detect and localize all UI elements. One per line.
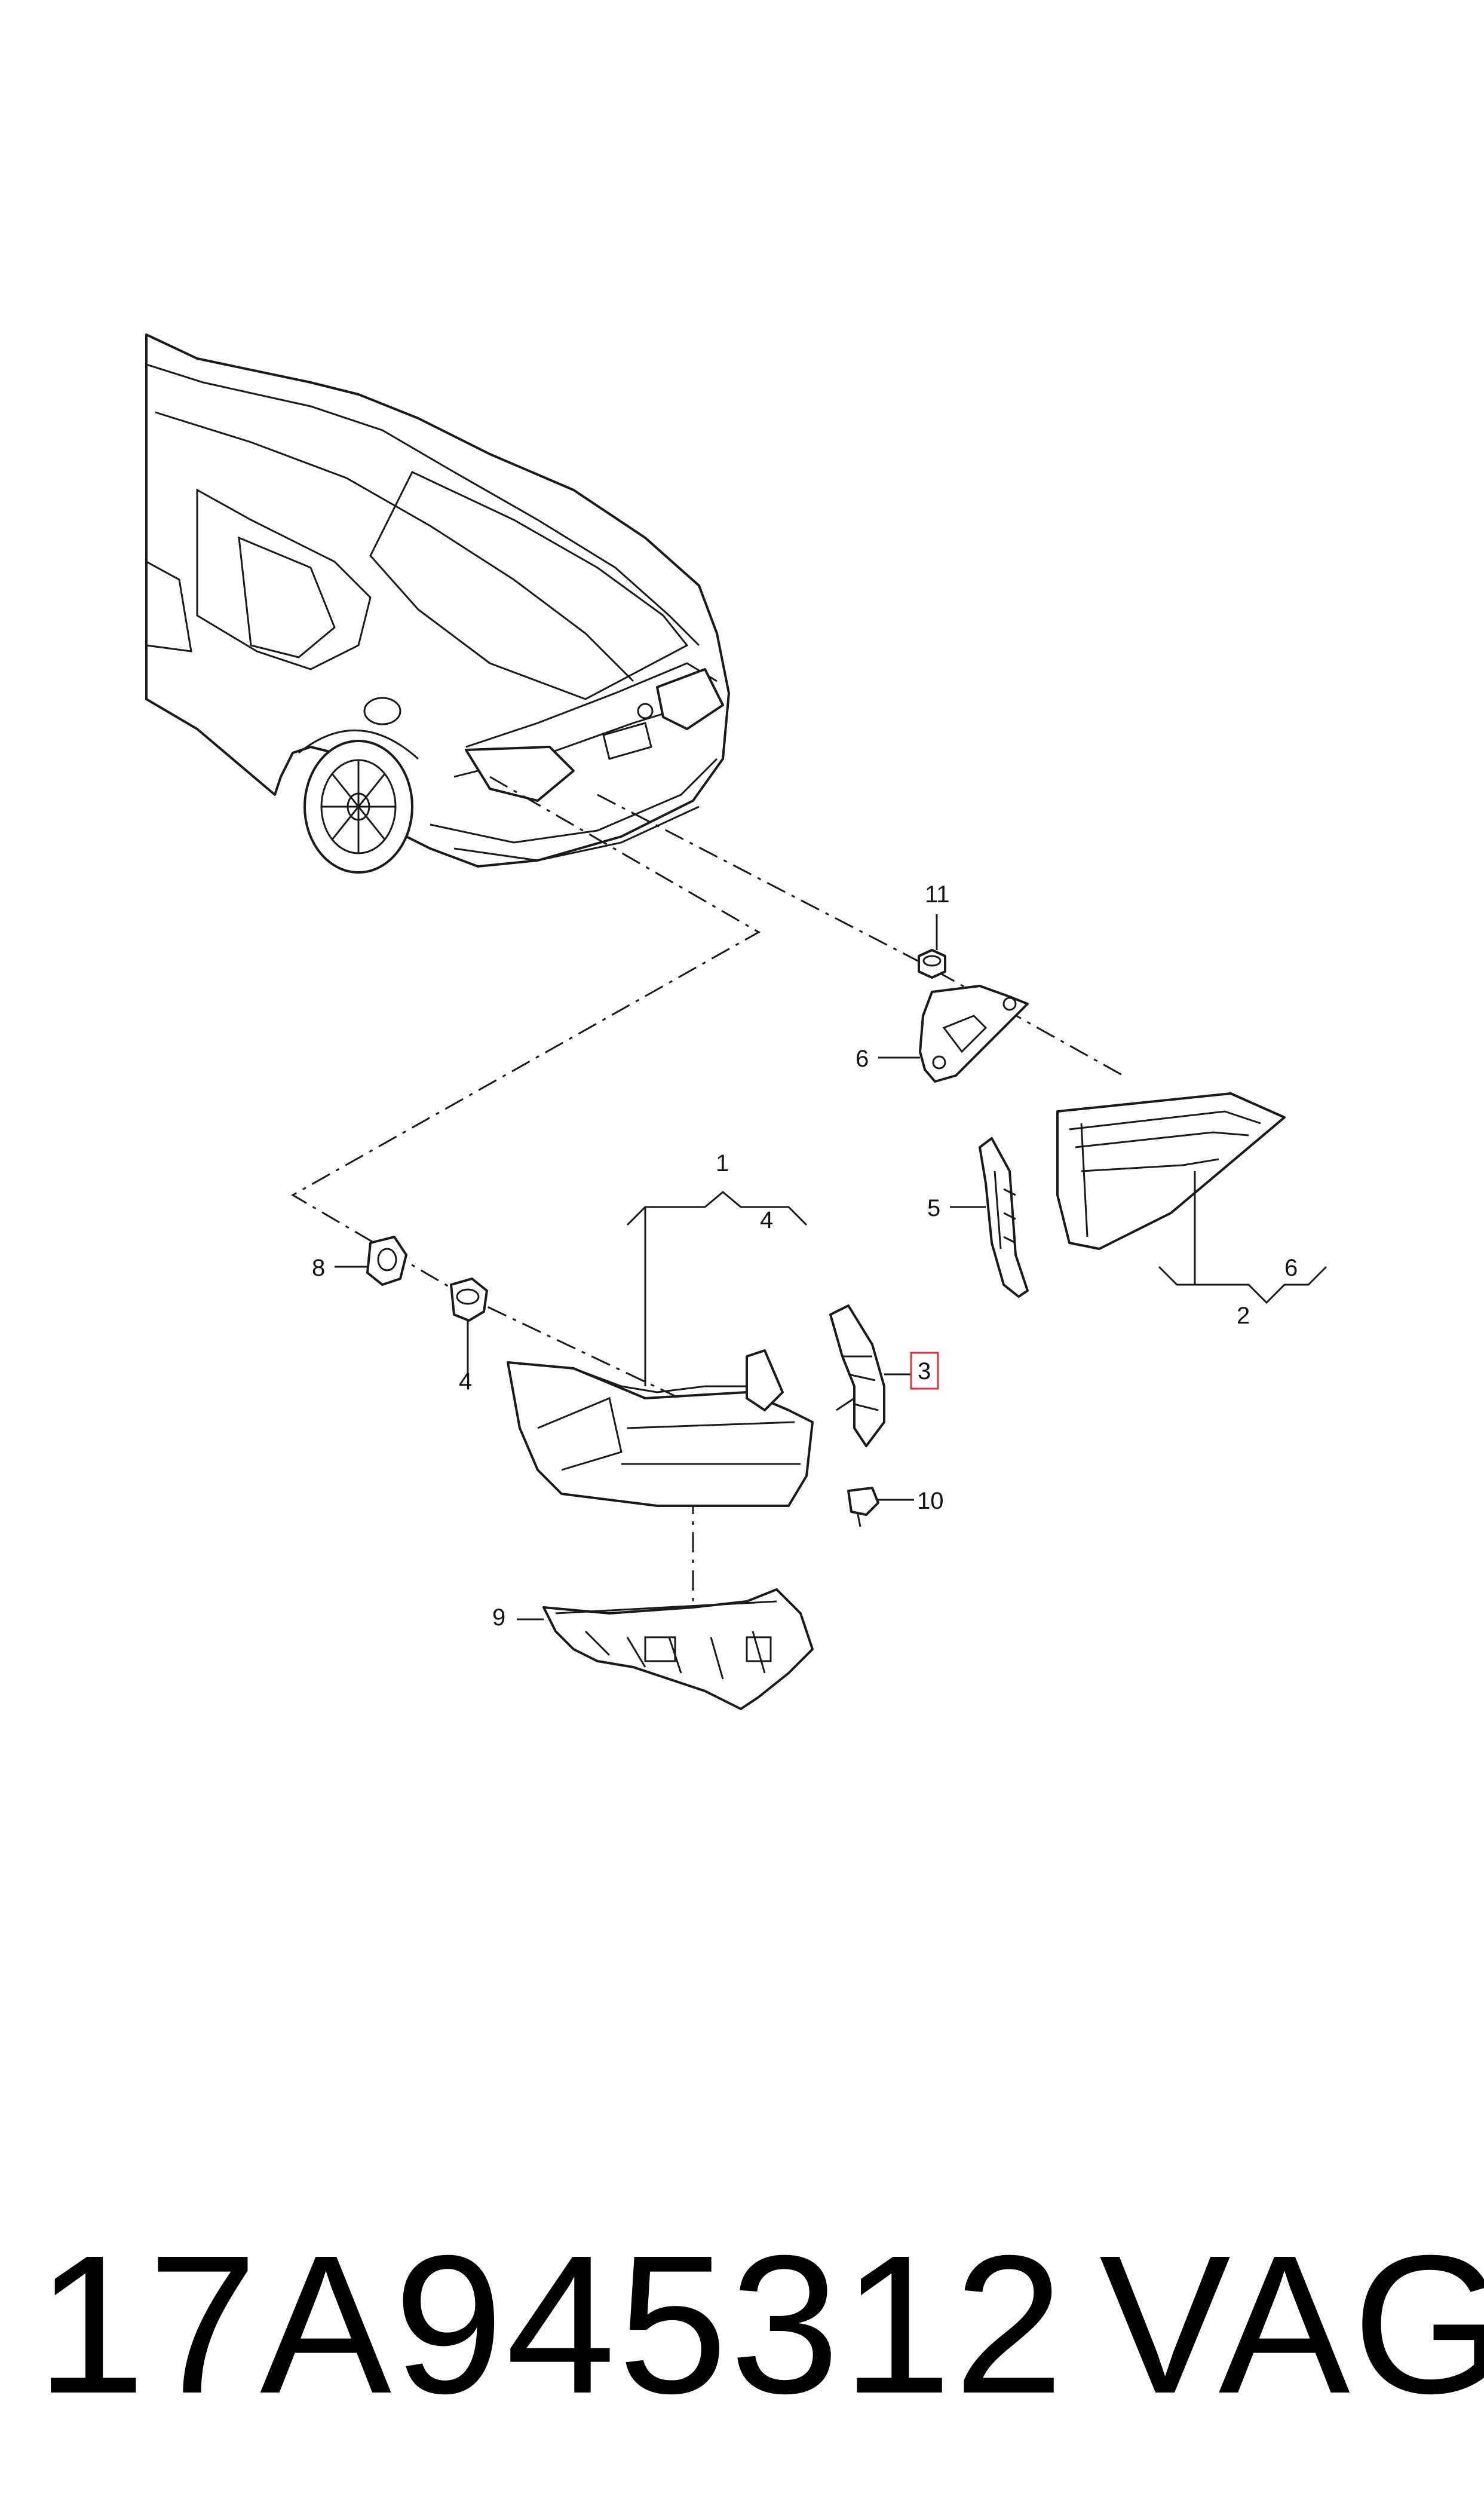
part-3-cover[interactable] [829,1304,885,1447]
part-5-trim-strip [979,1137,1029,1298]
part-4-bulb-holder [450,1278,488,1322]
callout-3: 3 [918,1358,931,1384]
callout-4-upper: 4 [760,1207,773,1233]
callout-5: 5 [927,1195,940,1221]
part-1-outer-tail-lamp[interactable] [507,1349,814,1507]
car-illustration [145,333,730,874]
callout-10: 10 [917,1488,944,1514]
leader-lines [335,914,1327,1621]
callout-1: 1 [716,1150,729,1177]
brand-name: VAG [1099,2214,1484,2434]
part-6-bracket [919,985,1029,1083]
callout-labels: 11 6 5 6 2 1 4 8 4 3 10 9 [312,881,1298,1631]
part-2-inner-tail-lamp [1056,1092,1286,1250]
callout-4-lower: 4 [459,1368,472,1395]
callout-6-upper: 6 [856,1046,869,1072]
callout-9: 9 [492,1604,505,1631]
callout-8: 8 [312,1255,325,1281]
part-9-lamp-carrier [542,1588,814,1710]
callout-3-highlighted[interactable]: 3 [910,1352,939,1390]
part-10-screw [847,1487,879,1527]
callout-6-lower: 6 [1284,1255,1298,1281]
part-8-gasket [366,1236,407,1286]
part-number: 17A945312 [36,2214,1066,2434]
callout-2: 2 [1237,1303,1250,1329]
part-11-nut [918,949,946,979]
highlight-box [910,1352,939,1390]
callout-11: 11 [925,881,950,908]
